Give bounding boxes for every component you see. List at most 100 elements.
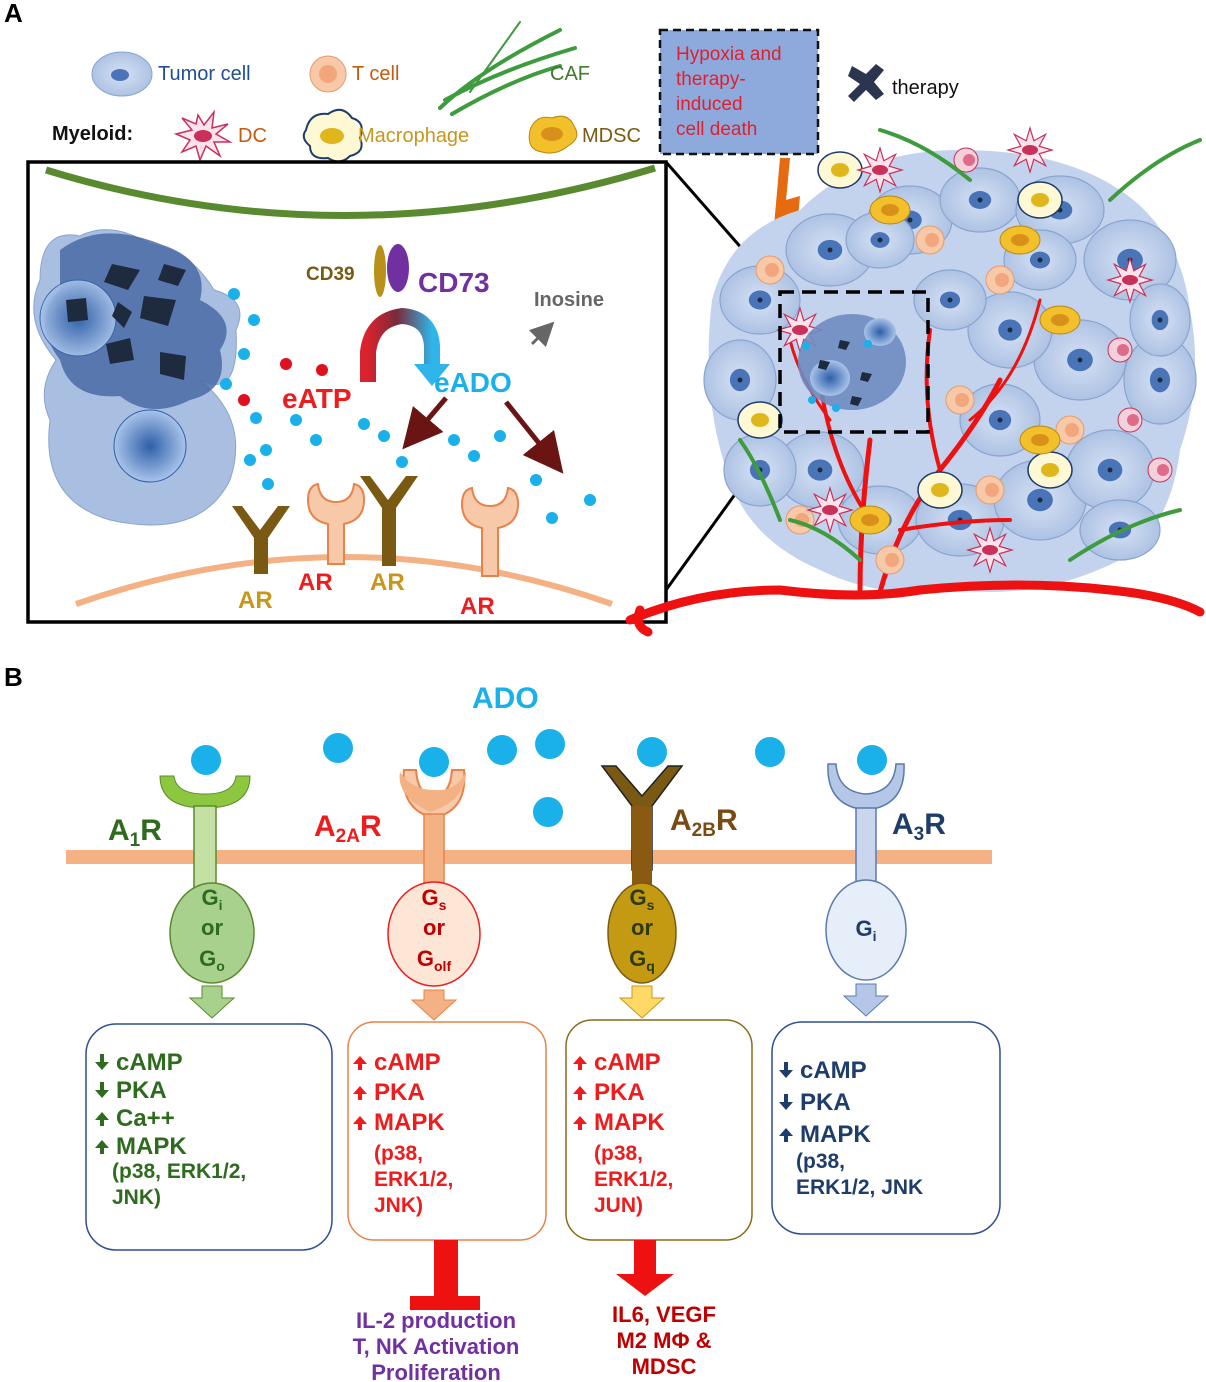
a2ar-label: A2AR bbox=[314, 810, 382, 847]
legend-macrophage: Macrophage bbox=[358, 125, 469, 147]
ar-label-2: AR bbox=[298, 569, 333, 596]
a2br-label: A2BR bbox=[670, 804, 738, 841]
gprotein-label: Gs bbox=[630, 885, 655, 913]
ar-label-1: AR bbox=[238, 587, 273, 614]
legend-caf: CAF bbox=[550, 63, 590, 85]
ar-receptor-2-icon bbox=[306, 482, 366, 565]
gprotein-label: Gs bbox=[422, 885, 447, 913]
down-arrow-icon bbox=[95, 1054, 109, 1070]
a3r-label: A3R bbox=[892, 808, 946, 845]
cd39-label: CD39 bbox=[306, 264, 355, 285]
tumor-cell-legend-icon bbox=[91, 51, 153, 97]
effect-label: PKA bbox=[800, 1089, 851, 1116]
effect-label: MAPK bbox=[800, 1121, 871, 1148]
hypoxia-line-1: Hypoxia and bbox=[676, 44, 782, 65]
ar-receptor-4-icon bbox=[460, 486, 520, 577]
effect-detail: (p38, bbox=[796, 1150, 845, 1173]
a2br-receptor-icon bbox=[600, 765, 684, 1019]
effect-label: MAPK bbox=[594, 1109, 665, 1136]
up-arrow-icon bbox=[95, 1140, 109, 1154]
a3r-effects-box bbox=[771, 1021, 1001, 1235]
a2br-effects-box bbox=[565, 1019, 753, 1241]
ar-label-3: AR bbox=[370, 569, 405, 596]
panel-a-label: A bbox=[4, 0, 23, 28]
inset-box: CD39 CD73 Inosine eATP eADO bbox=[26, 160, 668, 624]
effect-detail: ERK1/2, bbox=[374, 1168, 453, 1191]
effect-detail: (p38, ERK1/2, bbox=[112, 1160, 246, 1183]
promote-outcome-1: IL6, VEGF bbox=[612, 1302, 716, 1327]
cd73-enzyme-icon bbox=[387, 244, 409, 292]
cd39-enzyme-icon bbox=[374, 245, 386, 297]
effect-label: cAMP bbox=[116, 1049, 183, 1076]
inosine-arrow bbox=[528, 321, 555, 348]
a1r-effects-box bbox=[85, 1023, 333, 1251]
promote-outcome-3: MDSC bbox=[632, 1354, 697, 1379]
ar-receptor-1-icon bbox=[232, 506, 290, 574]
caf-legend-icon bbox=[438, 21, 577, 116]
a3r-receptor-icon bbox=[825, 763, 907, 1017]
up-arrow-icon bbox=[573, 1086, 587, 1100]
promote-outcome-2: M2 MΦ & bbox=[616, 1328, 711, 1353]
effect-detail: (p38, bbox=[594, 1142, 643, 1165]
eado-arrow-left bbox=[402, 396, 448, 450]
effect-detail: (p38, bbox=[374, 1142, 423, 1165]
eado-dots bbox=[220, 288, 596, 524]
conversion-arc bbox=[360, 307, 440, 382]
a2ar-receptor-icon bbox=[387, 769, 481, 1021]
gprotein-label: Golf bbox=[417, 946, 452, 974]
eado-label: eADO bbox=[434, 367, 512, 398]
up-arrow-icon bbox=[573, 1116, 587, 1130]
effect-label: MAPK bbox=[116, 1133, 187, 1160]
up-arrow-icon bbox=[573, 1056, 587, 1070]
cell-membrane bbox=[66, 850, 992, 864]
gprotein-label: Gi bbox=[855, 916, 876, 944]
eado-arrow-right bbox=[504, 400, 564, 474]
ar-label-4: AR bbox=[460, 593, 495, 620]
gprotein-label: or bbox=[631, 915, 653, 940]
a1r-label: A1R bbox=[108, 814, 162, 851]
legend-mdsc: MDSC bbox=[582, 125, 641, 147]
down-arrow-icon bbox=[779, 1094, 793, 1110]
zoom-region-box bbox=[778, 290, 930, 434]
t-cell-legend-icon bbox=[309, 55, 347, 93]
effect-label: PKA bbox=[374, 1079, 425, 1106]
inhibit-outcome-2: T, NK Activation bbox=[353, 1334, 520, 1359]
ado-title: ADO bbox=[472, 682, 539, 715]
effect-detail: ERK1/2, bbox=[594, 1168, 673, 1191]
hypoxia-line-3: induced bbox=[676, 94, 743, 115]
effect-detail: JNK) bbox=[112, 1186, 161, 1209]
dying-tumor-cell-icon bbox=[33, 229, 241, 526]
effect-detail: JNK) bbox=[374, 1194, 423, 1217]
inhibition-arrow-icon bbox=[410, 1240, 480, 1310]
legend-dc: DC bbox=[238, 125, 267, 147]
inhibit-outcome-1: IL-2 production bbox=[356, 1308, 516, 1333]
effect-detail: ERK1/2, JNK bbox=[796, 1176, 923, 1199]
effect-label: cAMP bbox=[374, 1049, 441, 1076]
down-arrow-icon bbox=[95, 1082, 109, 1098]
a1r-receptor-icon bbox=[159, 775, 255, 1019]
up-arrow-icon bbox=[353, 1086, 367, 1100]
up-arrow-icon bbox=[779, 1128, 793, 1142]
effect-label: PKA bbox=[594, 1079, 645, 1106]
effect-label: PKA bbox=[116, 1077, 167, 1104]
gprotein-label: or bbox=[201, 915, 223, 940]
effect-detail: JUN) bbox=[594, 1194, 643, 1217]
gprotein-label: Go bbox=[199, 946, 225, 974]
legend: Tumor cell T cell CAF Myeloid: DC Macrop… bbox=[52, 21, 641, 163]
panel-b-label: B bbox=[4, 662, 23, 692]
gprotein-label: Gq bbox=[629, 946, 655, 974]
legend-t-cell: T cell bbox=[352, 63, 399, 85]
hypoxia-box: Hypoxia and therapy- induced cell death bbox=[658, 28, 820, 156]
therapy-icon bbox=[848, 64, 884, 102]
legend-myeloid: Myeloid: bbox=[52, 123, 133, 145]
up-arrow-icon bbox=[353, 1116, 367, 1130]
effect-label: cAMP bbox=[800, 1057, 867, 1084]
inhibit-outcome-3: Proliferation bbox=[371, 1360, 501, 1382]
up-arrow-icon bbox=[95, 1112, 109, 1126]
hypoxia-line-2: therapy- bbox=[676, 69, 746, 90]
eatp-label: eATP bbox=[282, 383, 352, 414]
legend-tumor-cell: Tumor cell bbox=[158, 63, 251, 85]
down-arrow-icon bbox=[779, 1062, 793, 1078]
